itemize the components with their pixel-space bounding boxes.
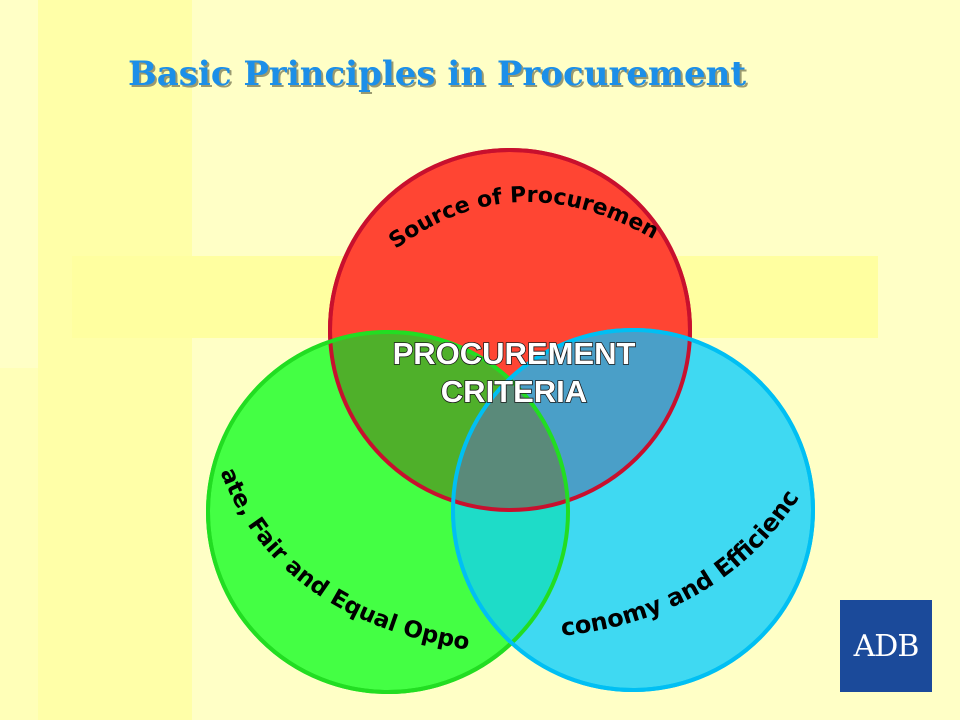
adb-logo: ADB — [840, 600, 932, 692]
adb-logo-text: ADB — [853, 628, 920, 664]
background-edge-strip — [0, 368, 38, 720]
circle-right-outline — [451, 328, 815, 692]
circle-left-outline — [206, 330, 570, 694]
slide-title: Basic Principles in Procurement — [128, 54, 747, 94]
center-label-line-2: CRITERIA — [441, 374, 587, 409]
background-left-strip — [38, 0, 192, 720]
circle-top-outline — [328, 148, 692, 512]
center-label-line-1: PROCUREMENT — [393, 336, 636, 371]
